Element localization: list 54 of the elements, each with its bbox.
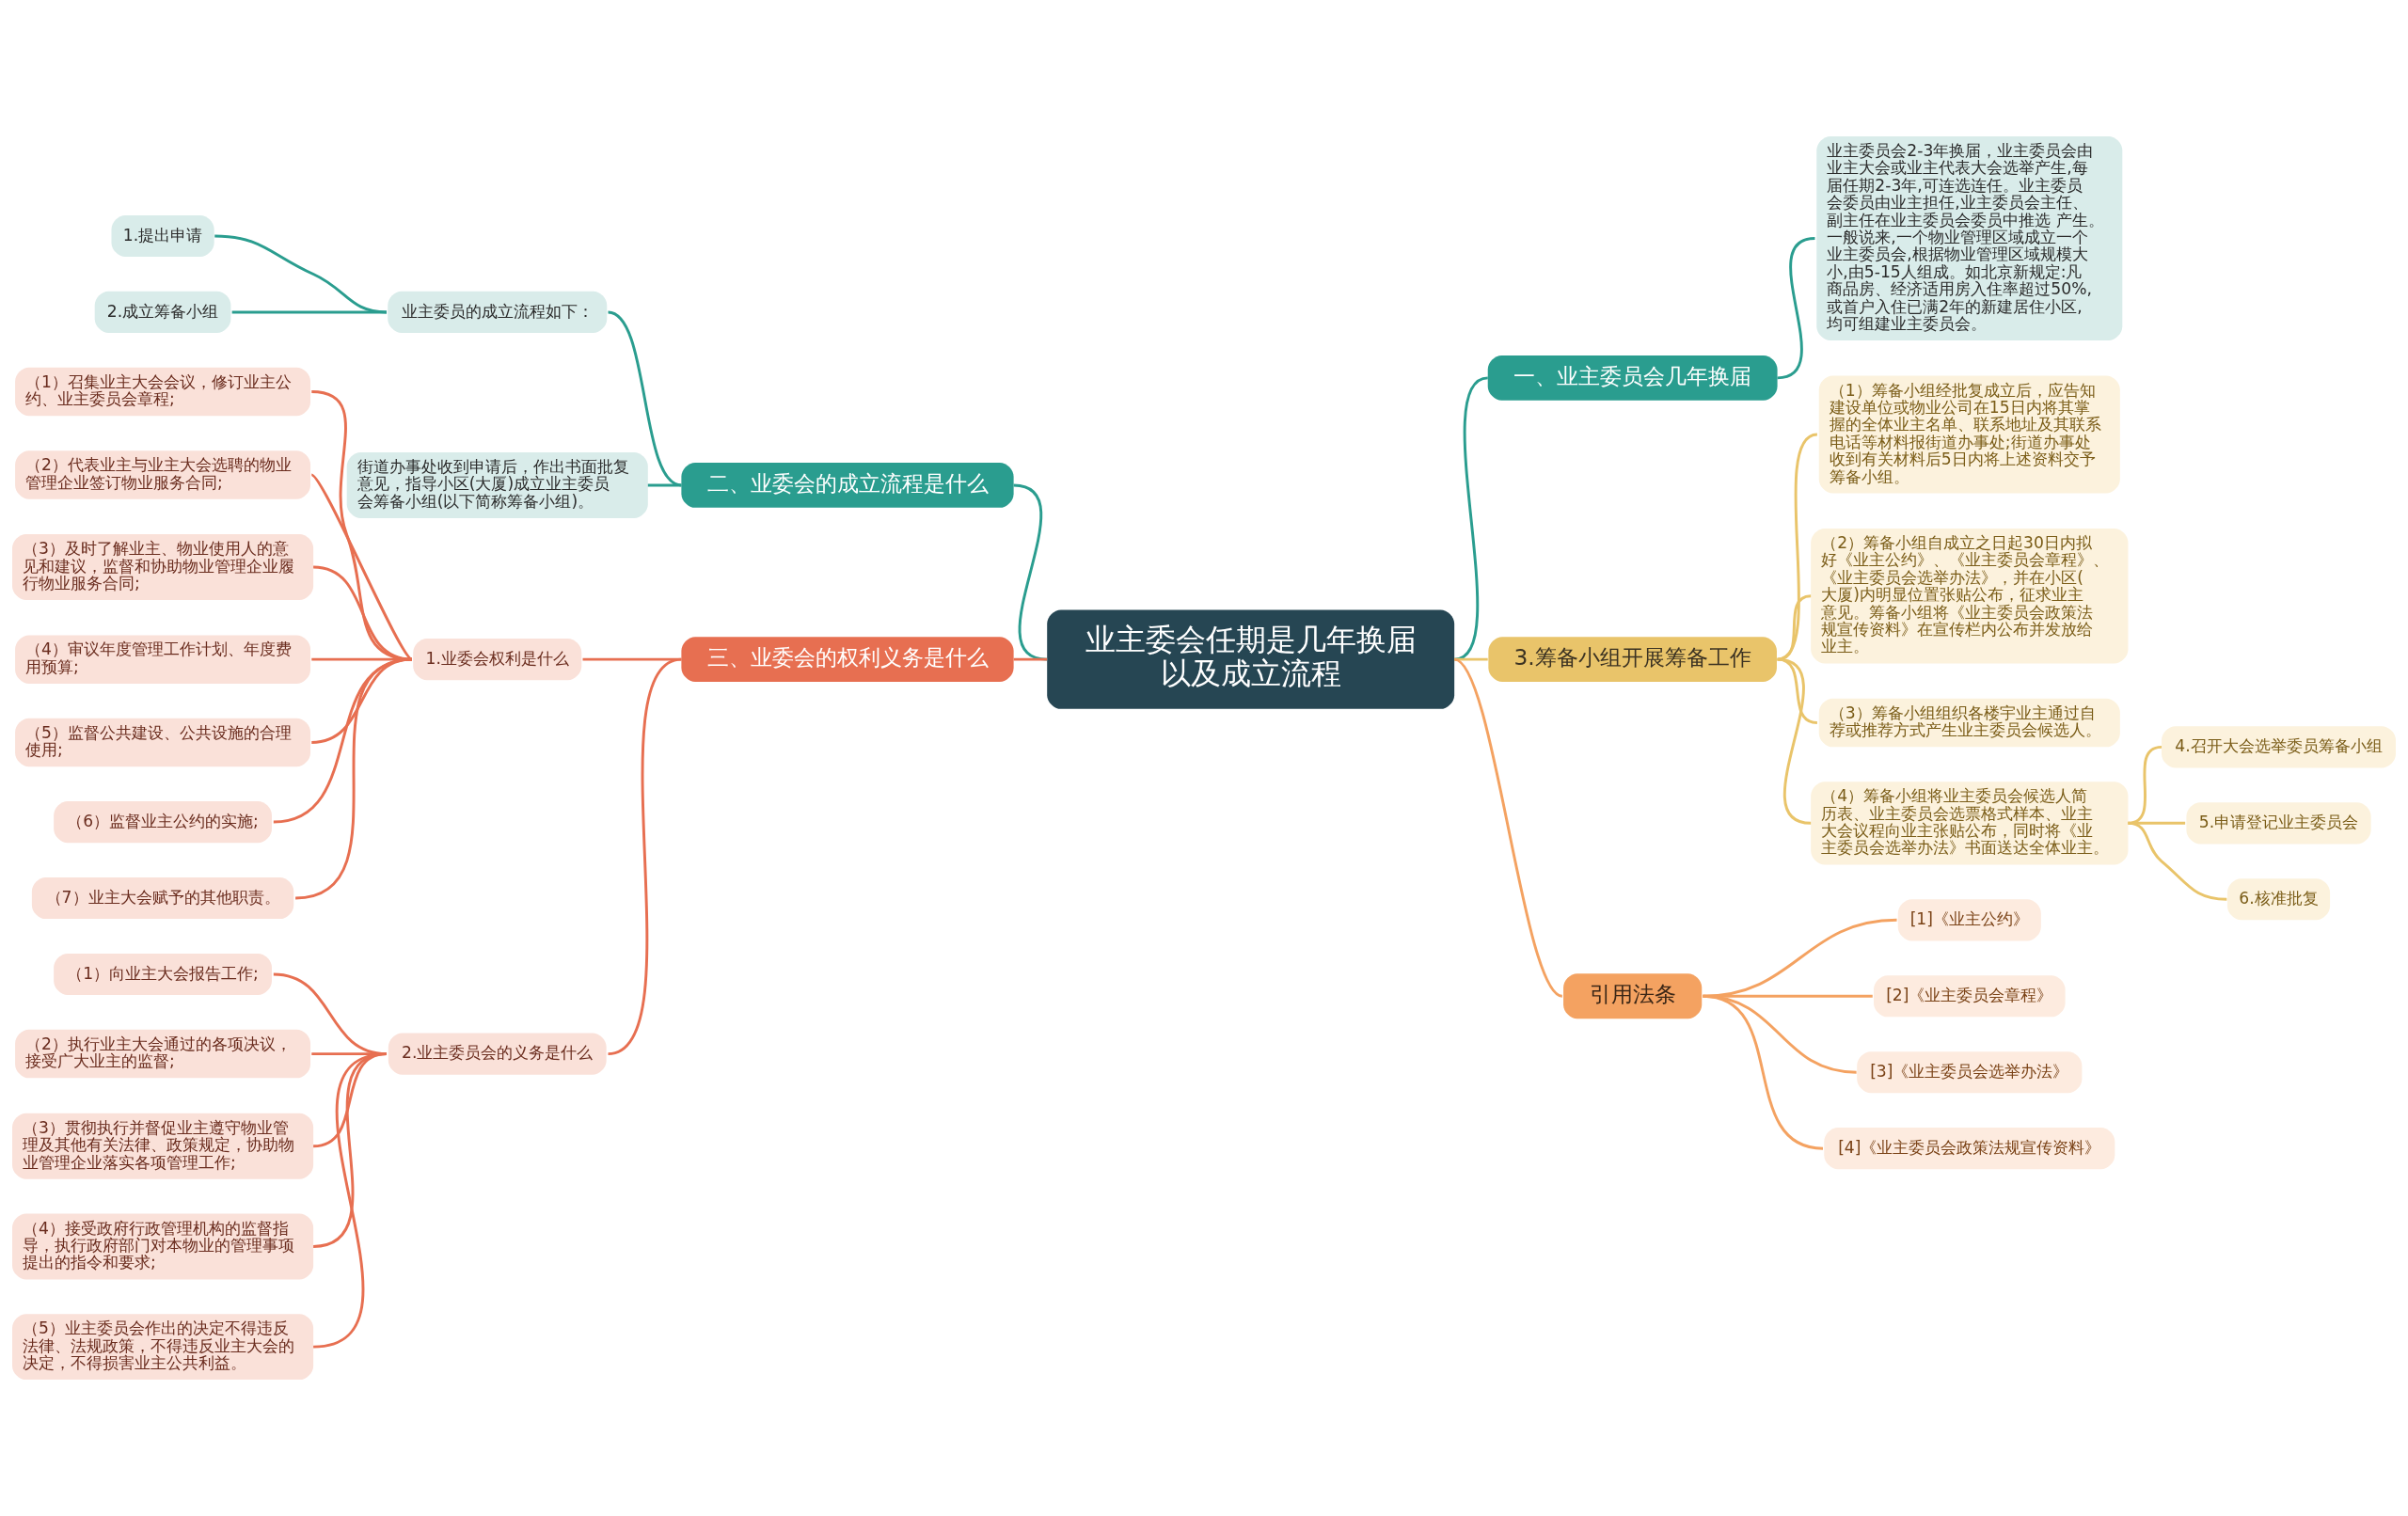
connector <box>1453 376 1489 661</box>
node-box: （2）筹备小组自成立之日起30日内拟好《业主公约》、《业主委员会章程》、《业主委员会选举办法》，并在小区(大厦)内明显位置张贴公布，征求业主意见。筹备小组将《业主委员会政策法规宣传资料》在宣传栏内公布并发放给业主。 <box>1811 528 2129 664</box>
node-box: （3）筹备小组组织各楼宇业主通过自荐或推荐方式产生业主委员会候选人。 <box>1818 698 2120 748</box>
node-box: 5.申请登记业主委员会 <box>2186 802 2371 845</box>
node-box: [1]《业主公约》 <box>1897 899 2041 941</box>
node-box: 2.成立筹备小组 <box>94 291 231 334</box>
node-box: 3.筹备小组开展筹备工作 <box>1488 637 1777 683</box>
node-box: （4）审议年度管理工作计划、年度费用预算; <box>15 635 311 684</box>
node-box: 一、业主委员会几年换届 <box>1487 355 1778 401</box>
node-box: （3）及时了解业主、物业使用人的意见和建议，监督和协助物业管理企业履行物业服务合同; <box>12 534 314 600</box>
connector <box>231 310 387 314</box>
connector <box>2128 821 2227 901</box>
node-box: 4.召开大会选举委员筹备小组 <box>2162 726 2396 768</box>
node-box: 业主委会任期是几年换届以及成立流程 <box>1047 609 1455 709</box>
connector <box>1777 594 1812 661</box>
node-box: （6）监督业主公约的实施; <box>54 801 272 844</box>
node-box: （2）代表业主与业主大会选聘的物业管理企业签订物业服务合同; <box>15 450 311 499</box>
node-box: 1.提出申请 <box>111 214 214 258</box>
node-box: （2）执行业主大会通过的各项决议，接受广大业主的监督; <box>15 1029 311 1079</box>
node-box: 引用法条 <box>1563 973 1703 1019</box>
node-box: （3）贯彻执行并督促业主遵守物业管理及其他有关法律、政策规定，协助物业管理企业落实各项管理工作; <box>12 1113 314 1179</box>
node-box: （7）业主大会赋予的其他职责。 <box>31 876 294 920</box>
connector <box>214 234 388 314</box>
node-box: 街道办事处收到申请后，作出书面批复意见，指导小区(大厦)成立业主委员会筹备小组(以下简称筹备小组)。 <box>346 451 648 518</box>
connector <box>1013 657 1048 661</box>
node-box: [4]《业主委员会政策法规宣传资料》 <box>1824 1128 2115 1170</box>
node-box: 1.业委会权利是什么 <box>413 639 582 681</box>
connector <box>311 390 413 661</box>
node-box: 业主委员的成立流程如下： <box>388 291 608 334</box>
node-box: 6.核准批复 <box>2226 878 2331 921</box>
node-box: （5）监督公共建设、公共设施的合理使用; <box>15 718 311 767</box>
connector <box>1453 657 1563 998</box>
node-box: （1）筹备小组经批复成立后，应告知建设单位或物业公司在15日内将其掌握的全体业主名单、联系地址及其联系电话等材料报街道办事处;街道办事处收到有关材料后5日内将上述资料交予筹备小组。 <box>1818 375 2120 494</box>
connector <box>1777 237 1815 380</box>
node-box: [3]《业主委员会选举办法》 <box>1857 1051 2083 1094</box>
node-box: （1）召集业主大会会议，修订业主公约、业主委员会章程; <box>15 367 311 417</box>
node-box: （5）业主委员会作出的决定不得违反法律、法规政策，不得违反业主大会的决定，不得损害业主公共利益。 <box>12 1314 314 1381</box>
connector <box>1777 433 1818 661</box>
connector <box>608 310 682 487</box>
node-box: 业主委员会2-3年换届，业主委员会由业主大会或业主代表大会选举产生,每届任期2-3年,可连选连任。业主委员会委员由业主担任,业主委员会主任、副主任在业主委员会委员中推选 产生。一般说来,一个物业管理区域成立一个业主委员会,根据物业管理区域规模大小,由5-15人组成。如北京新规定:凡商品房、经济适用房入住率超过50%,或首户入住已满2年的新建居住小区,均可组建业主委员会。 <box>1816 135 2123 340</box>
connector <box>1703 994 1824 1150</box>
connector <box>310 473 413 661</box>
node-box: （4）接受政府行政管理机构的监督指导，执行政府部门对本物业的管理事项提出的指令和要求; <box>12 1213 314 1280</box>
node-box: 二、业委会的成立流程是什么 <box>681 463 1014 508</box>
connector <box>647 483 682 487</box>
node-box: 三、业委会的权利义务是什么 <box>681 637 1014 683</box>
connector <box>312 1052 388 1349</box>
connector <box>1013 483 1048 661</box>
node-box: （1）向业主大会报告工作; <box>54 953 272 996</box>
connector <box>607 657 682 1055</box>
node-box: [2]《业主委员会章程》 <box>1874 975 2066 1018</box>
node-box: （4）筹备小组将业主委员会候选人简历表、业主委员会选票格式样本、业主大会议程向业主张贴公布，同时将《业主委员会选举办法》书面送达全体业主。 <box>1811 782 2129 865</box>
connector <box>1777 657 1812 825</box>
node-box: 2.业主委员会的义务是什么 <box>388 1033 607 1075</box>
